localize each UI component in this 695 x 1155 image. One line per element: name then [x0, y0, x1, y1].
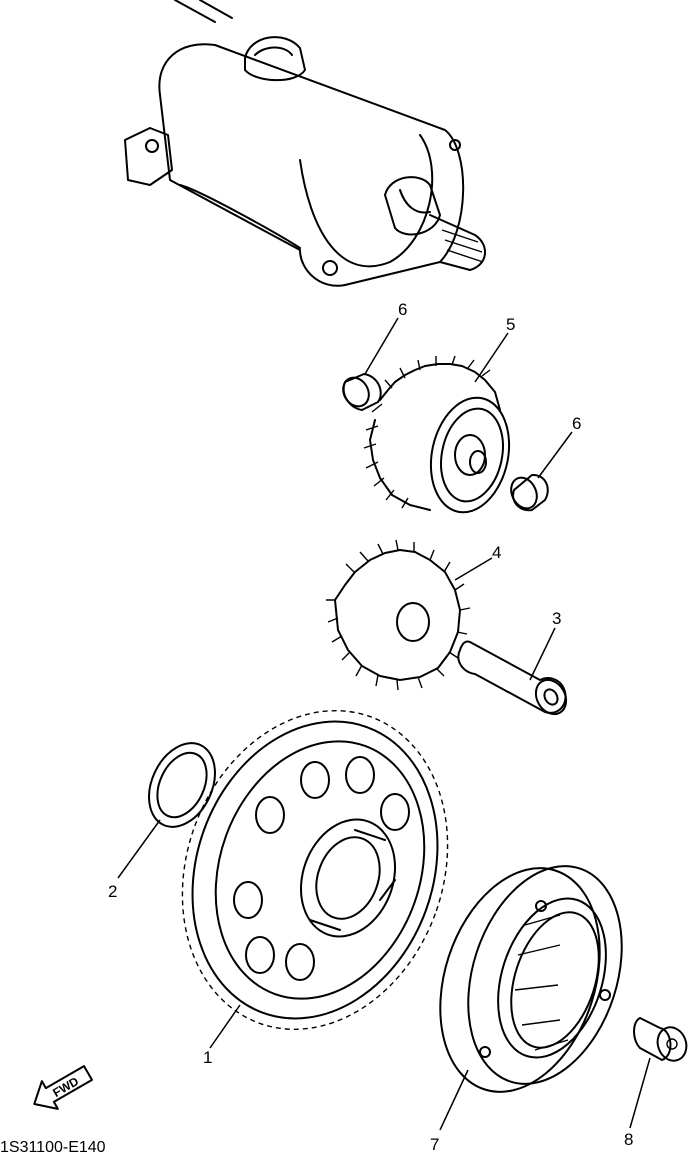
callout-8: 8: [624, 1130, 633, 1149]
callout-7: 7: [430, 1135, 439, 1154]
idler-gear-5: [363, 355, 511, 514]
callout-labels: 1 2 3 4 5 6 6 7 8: [108, 300, 633, 1154]
bolt-8: [633, 1017, 688, 1062]
callout-4: 4: [492, 543, 501, 562]
callout-2: 2: [108, 882, 117, 901]
one-way-clutch-7: [439, 865, 623, 1093]
gear-4: [326, 539, 471, 691]
callout-6-upper: 6: [398, 300, 407, 319]
drawing-code: 1S31100-E140: [0, 1139, 106, 1155]
callout-3: 3: [552, 609, 561, 628]
starter-motor: [124, 0, 486, 287]
callout-1: 1: [203, 1048, 212, 1067]
callout-6-lower: 6: [572, 414, 581, 433]
shaft-3: [457, 640, 568, 716]
leader-lines: [117, 317, 651, 1131]
forward-direction-arrow: FWD: [33, 1065, 93, 1110]
bushing-upper: [342, 373, 382, 411]
starter-wheel-gear-1: [181, 709, 449, 1031]
bushing-lower: [510, 473, 549, 512]
callout-5: 5: [506, 315, 515, 334]
washer-2: [148, 742, 216, 828]
